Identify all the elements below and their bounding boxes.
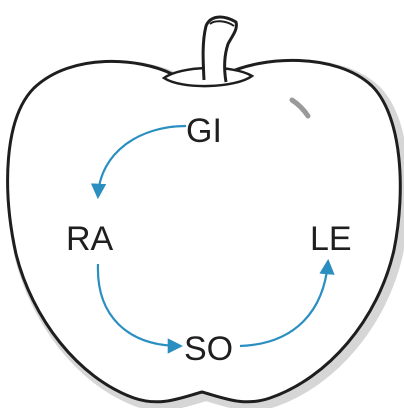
syllable-left: RA	[66, 220, 114, 258]
arrow-top-to-left	[90, 124, 187, 200]
stem-tip	[209, 20, 235, 27]
apple-shine	[289, 97, 311, 119]
arrow-left-to-bottom	[96, 263, 184, 354]
syllable-top: GI	[186, 112, 222, 150]
arrow-bottom-to-right	[239, 258, 335, 348]
apple-stem	[201, 15, 238, 83]
syllable-right: LE	[310, 220, 352, 258]
apple-outline	[6, 58, 402, 404]
syllable-bottom: SO	[184, 330, 233, 368]
